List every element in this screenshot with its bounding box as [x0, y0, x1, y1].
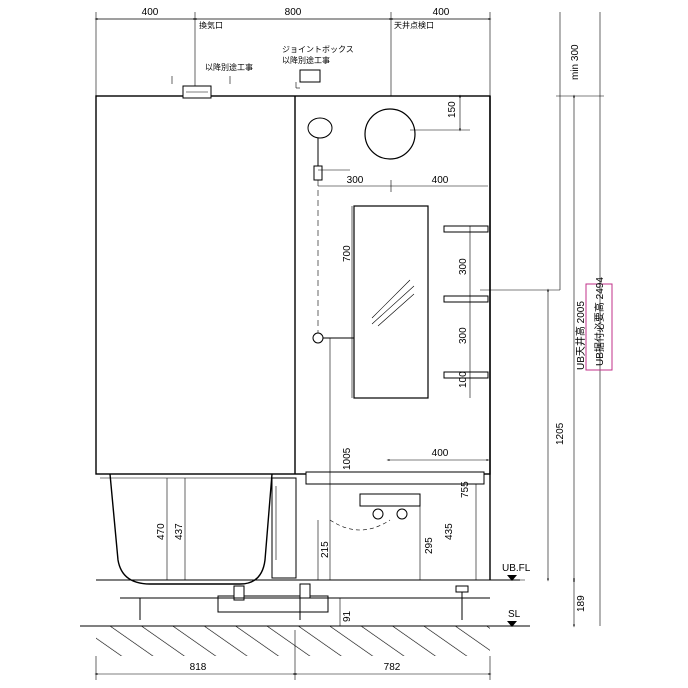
bathtub: 470 437 215 — [100, 473, 331, 585]
slab-depth-label: 189 — [576, 595, 587, 612]
shelf-gap-1-label: 300 — [458, 258, 469, 275]
counter-height-label: 1005 — [342, 447, 353, 470]
drain-depth-label: 91 — [342, 610, 353, 622]
shelves — [443, 225, 489, 398]
slab-label: SL — [508, 609, 521, 620]
door-sill-label: 215 — [320, 541, 331, 558]
required-height-box — [585, 283, 613, 371]
counter-top — [305, 471, 485, 485]
unit-bath-enclosure — [95, 85, 491, 580]
tub-inner-label: 437 — [174, 523, 185, 540]
top-dim-left: 400 — [142, 7, 159, 18]
top-dim-right: 400 — [433, 7, 450, 18]
mirror-height-label: 700 — [342, 245, 353, 262]
tub-apron — [271, 477, 297, 579]
shower-offset-label: 300 — [347, 175, 364, 186]
step-height-label: 295 — [424, 537, 435, 554]
bottom-dim-right: 782 — [384, 662, 401, 673]
right-dimension-lines: min 300 UB天井高 2005 UB据付必要高 2494 1205 189 — [480, 12, 613, 628]
exhaust-fan-icon — [182, 85, 212, 99]
separate-work-note-right: 以降別途工事 — [282, 55, 330, 65]
slab-hatch — [96, 626, 490, 656]
faucet-height-label: 435 — [444, 523, 455, 540]
tub-height-label: 470 — [156, 523, 167, 540]
exhaust-label: 換気口 — [199, 20, 223, 30]
junction-box-note: ジョイントボックス — [282, 45, 354, 54]
floor-structure: UB.FL 91 SL — [80, 563, 531, 656]
counter-depth-label: 755 — [460, 481, 471, 498]
ceiling-height-label: UB天井高 2005 — [574, 301, 587, 370]
bottom-dim-left: 818 — [190, 662, 207, 673]
min-clearance-label: min 300 — [570, 44, 581, 80]
floor-to-mid-label: 1205 — [555, 422, 566, 445]
ub-floor-label: UB.FL — [502, 563, 531, 574]
ceiling-hatch-label: 天井点検口 — [394, 20, 434, 30]
shower-area: 300 400 150 700 300 300 100 — [307, 94, 489, 399]
junction-box-icon — [295, 69, 321, 89]
counter-width-label: 400 — [432, 448, 449, 459]
mixer-tap-icon — [359, 493, 421, 520]
top-dim-center: 800 — [285, 7, 302, 18]
notes: 以降別途工事 ジョイントボックス 以降別途工事 — [171, 45, 354, 89]
slab-marker — [507, 621, 517, 627]
separate-work-note-left: 以降別途工事 — [205, 62, 253, 72]
mirror-top-label: 150 — [447, 101, 458, 118]
mirror-panel — [353, 205, 429, 399]
counter-area: 400 1005 755 435 295 — [305, 338, 490, 580]
ub-floor-marker — [507, 575, 517, 581]
shelf-gap-3-label: 100 — [458, 371, 469, 388]
required-height-label: UB据付必要高 2494 — [593, 277, 606, 366]
faucet-icon — [312, 332, 354, 344]
top-dimension-line: 400 800 400 換気口 天井点検口 — [94, 7, 492, 96]
mirror-offset-label: 400 — [432, 175, 449, 186]
shower-head-icon — [307, 117, 333, 181]
support-legs — [120, 585, 490, 620]
mirror-round-icon — [364, 108, 416, 160]
shelf-gap-2-label: 300 — [458, 327, 469, 344]
bottom-dimension-line: 818 782 — [94, 630, 492, 680]
